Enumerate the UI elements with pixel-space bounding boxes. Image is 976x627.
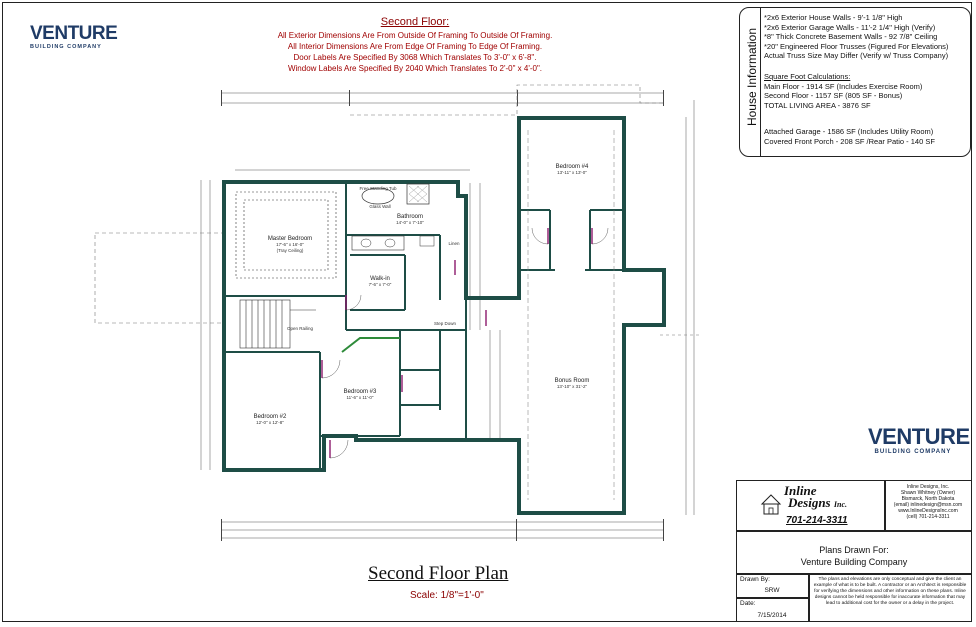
detail-line: Shawn Whitney (Owner) — [900, 490, 956, 496]
room-size: 12'-0" x 12'-8" — [256, 420, 284, 425]
sqft-line: TOTAL LIVING AREA - 3876 SF — [764, 100, 871, 110]
doors — [321, 228, 593, 458]
inline-designs-logo: Inline Designs Inc. 701-214-3311 — [760, 484, 882, 528]
toilet — [419, 235, 435, 247]
window-markers — [222, 116, 666, 515]
room-name: Walk-in — [370, 276, 390, 282]
angled-wall — [341, 337, 400, 353]
plans-drawn-for-label: Plans Drawn For: — [819, 545, 889, 555]
client-name: Venture Building Company — [800, 557, 908, 567]
note-line: All Exterior Dimensions Are From Outside… — [277, 31, 553, 40]
open-railing-label: Open Railing — [287, 326, 314, 331]
extra-line: Attached Garage - 1586 SF (Includes Util… — [764, 127, 934, 136]
room-size: 11'-6" x 11'-0" — [346, 395, 373, 400]
tray-ceiling-outer — [235, 191, 337, 279]
drawn-by-label: Drawn By: — [740, 576, 770, 583]
room-size: 14'-0" x 7'-10" — [396, 220, 424, 225]
shower — [406, 183, 430, 205]
designer-name-2: Designs — [788, 495, 831, 510]
interior-walls — [224, 182, 624, 470]
roof-outline — [350, 84, 664, 116]
detail-line: www.InlineDesignsInc.com — [898, 508, 958, 514]
detail-line: (email) inlinedesign@msn.com — [893, 502, 963, 508]
venture-logo-top: VENTURE BUILDING COMPANY — [30, 23, 118, 50]
designer-suffix: Inc. — [833, 500, 847, 509]
note-line: All Interior Dimensions Are From Edge Of… — [287, 42, 543, 51]
sqft-line: Second Floor - 1157 SF (805 SF - Bonus) — [764, 91, 903, 100]
linen-label: Linen — [448, 241, 460, 246]
shower-label: Glass Wall — [369, 204, 390, 209]
porch-roof-outline — [94, 232, 226, 324]
stairs — [239, 299, 316, 349]
free-standing-tub — [361, 187, 395, 205]
title-block — [736, 480, 972, 622]
room-name: Bathroom — [397, 214, 423, 220]
house-icon — [760, 494, 782, 515]
specs-list: *2x6 Exterior House Walls - 9'-1 1/8" Hi… — [764, 13, 948, 61]
sqft-line: Main Floor - 1914 SF (Includes Exercise … — [764, 81, 923, 91]
room-size: 17'-6" x 16'-0" — [276, 242, 304, 247]
extra-line: Covered Front Porch - 208 SF /Rear Patio… — [764, 136, 935, 146]
spec-line: *20" Engineered Floor Trusses (Figured F… — [764, 41, 949, 51]
drawn-by-value: SRW — [764, 587, 780, 594]
room-labels: Master Bedroom 17'-6" x 16'-0" (Tray Cei… — [254, 164, 590, 425]
dimension-lines — [200, 92, 695, 539]
door-swings — [321, 227, 609, 459]
extra-list: Attached Garage - 1586 SF (Includes Util… — [764, 127, 935, 146]
shower-tile — [408, 185, 428, 203]
note-line: Door Labels Are Specified By 3068 Which … — [293, 53, 537, 62]
sqft-list: Square Foot Calculations: Main Floor - 1… — [764, 72, 922, 110]
logo-tagline: BUILDING COMPANY — [30, 44, 102, 50]
detail-line: Bismarck, North Dakota — [901, 496, 955, 502]
sqft-heading: Square Foot Calculations: — [764, 72, 851, 81]
house-information-box: House Information *2x6 Exterior House Wa… — [739, 7, 971, 157]
plans-drawn-for: Plans Drawn For: Venture Building Compan… — [736, 544, 972, 568]
dimension-ticks — [221, 90, 664, 541]
info-divider — [760, 8, 761, 156]
logo-wordmark: VENTURE — [868, 424, 970, 449]
tub-label: Free Standing Tub — [359, 186, 397, 191]
plan-title: Second Floor Plan — [368, 563, 509, 584]
designer-details: Inline Designs, Inc. Shawn Whitney (Owne… — [886, 484, 970, 520]
designer-phone: 701-214-3311 — [786, 515, 848, 526]
room-size: 13'-10" x 31'-2" — [557, 384, 588, 389]
room-name: Master Bedroom — [268, 236, 312, 242]
designer-name-1: Inline — [784, 483, 817, 498]
plan-scale: Scale: 1/8"=1'-0" — [410, 590, 484, 601]
spec-line: *8" Thick Concrete Basement Walls - 92 7… — [764, 32, 938, 41]
room-name: Bedroom #2 — [254, 414, 287, 420]
spec-line: Actual Truss Size May Differ (Verify w/ … — [764, 51, 949, 60]
room-name: Bonus Room — [555, 378, 590, 384]
step-down-label: Step Down — [434, 321, 457, 326]
disclaimer: The plans and elevations are only concep… — [813, 577, 967, 606]
date-value: 7/15/2014 — [757, 612, 787, 619]
second-floor-notes: Second Floor: All Exterior Dimensions Ar… — [270, 16, 560, 74]
knee-walls — [527, 130, 615, 500]
room-name: Bedroom #3 — [344, 389, 377, 395]
room-size: 13'-11" x 13'-0" — [557, 170, 587, 175]
notes-title: Second Floor: — [380, 16, 450, 28]
detail-line: (cell) 701-214-3311 — [906, 514, 950, 520]
vanity — [351, 235, 405, 251]
note-line: Window Labels Are Specified By 2040 Whic… — [287, 64, 543, 73]
venture-logo-right: VENTURE BUILDING COMPANY — [868, 424, 970, 456]
spec-line: *2x6 Exterior House Walls - 9'-1 1/8" Hi… — [764, 13, 903, 22]
room-size: 7'-6" x 7'-0" — [369, 282, 392, 287]
room-note: (Tray Ceiling) — [277, 248, 304, 253]
logo-wordmark: VENTURE — [30, 23, 118, 44]
room-name: Bedroom #4 — [556, 164, 589, 170]
spec-line: *2x6 Exterior Garage Walls - 11'-2 1/4" … — [764, 22, 936, 32]
tray-ceiling-inner — [243, 199, 329, 271]
detail-line: Inline Designs, Inc. — [906, 484, 950, 490]
date-label: Date: — [740, 600, 756, 607]
logo-tagline: BUILDING COMPANY — [874, 449, 952, 455]
